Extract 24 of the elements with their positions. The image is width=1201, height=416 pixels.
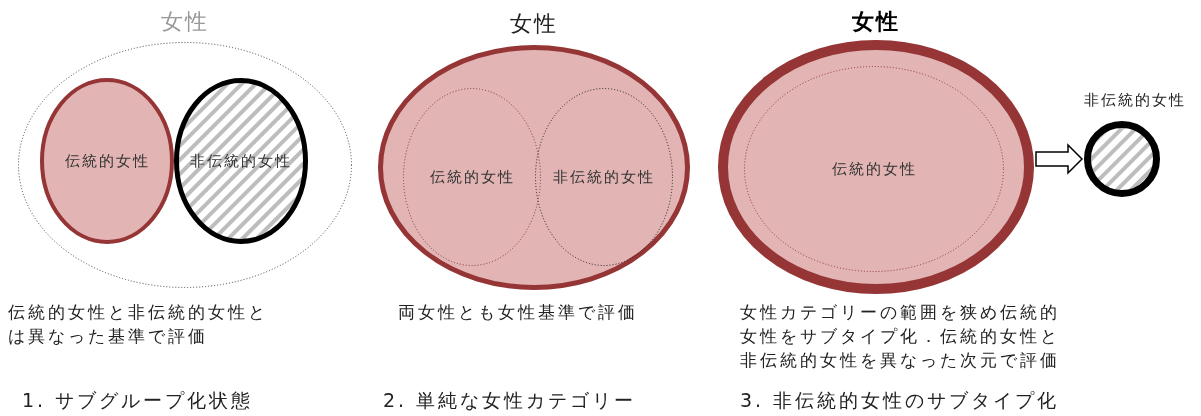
group-title: 女性 [510, 10, 558, 38]
group-title: 女性 [161, 8, 209, 36]
ellipse [378, 10, 690, 292]
group-title: 女性 [852, 8, 900, 36]
ellipse [718, 8, 1034, 296]
node-label: 非伝統的女性 [190, 151, 292, 171]
group-title: 非伝統的女性 [1083, 90, 1186, 110]
ellipse [40, 78, 174, 244]
node-label: 伝統的女性 [64, 151, 150, 171]
node-label: 伝統的女性 [429, 167, 515, 187]
node-label: 伝統的女性 [831, 159, 917, 179]
panel-caption: 1. サブグループ化状態 [22, 388, 255, 412]
description-text: 両女性とも女性基準で評価 [398, 301, 639, 324]
description-text: 伝統的女性と非伝統的女性とは異なった基準で評価 [8, 301, 269, 348]
hatched-ellipse [174, 78, 308, 244]
dotted-ellipse [535, 88, 673, 266]
block-arrow [1035, 143, 1084, 175]
panel-caption: 3. 非伝統的女性のサブタイプ化 [740, 388, 1061, 412]
dotted-ellipse [403, 88, 541, 266]
dotted-ellipse [744, 66, 1004, 272]
panel-caption: 2. 単純な女性カテゴリー [383, 388, 638, 412]
node-label: 非伝統的女性 [553, 167, 655, 187]
description-text: 女性カテゴリーの範囲を狭め伝統的女性をサブタイプ化．伝統的女性と非伝統的女性を異なった次元で評価 [740, 301, 1061, 372]
dotted-ellipse [18, 8, 352, 290]
